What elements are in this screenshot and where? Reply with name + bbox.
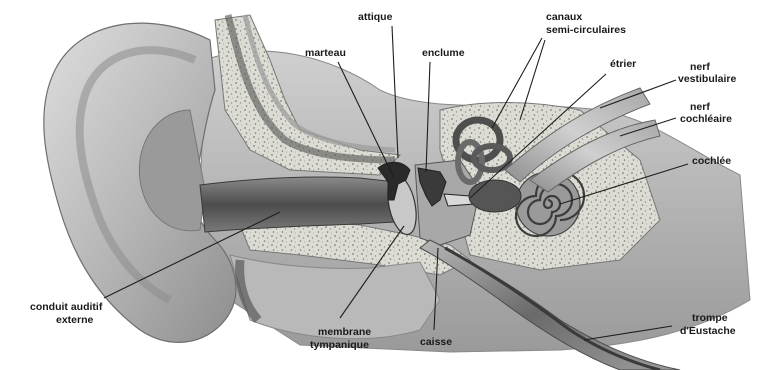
label-canaux-line1: canaux xyxy=(546,11,582,23)
label-nerf-vestibulaire-line2: vestibulaire xyxy=(678,73,737,85)
label-nerf-cochleaire-line1: nerf xyxy=(690,101,710,113)
label-canaux-line2: semi-circulaires xyxy=(546,24,626,36)
label-etrier: étrier xyxy=(610,58,636,70)
label-conduit-line2: externe xyxy=(56,314,94,326)
label-membrane-line2: tympanique xyxy=(310,339,369,351)
label-attique: attique xyxy=(358,11,393,23)
label-nerf-cochleaire-line2: cochléaire xyxy=(680,113,732,125)
vestibule xyxy=(469,180,521,212)
label-caisse: caisse xyxy=(420,336,452,348)
label-conduit-line1: conduit auditif xyxy=(30,301,103,313)
label-trompe-line2: d'Eustache xyxy=(680,325,736,337)
label-cochlee: cochlée xyxy=(692,155,731,167)
label-membrane-line1: membrane xyxy=(318,326,371,338)
label-trompe-line1: trompe xyxy=(692,312,728,324)
label-enclume: enclume xyxy=(422,47,465,59)
label-nerf-vestibulaire-line1: nerf xyxy=(690,61,710,73)
external-auditory-canal xyxy=(200,177,395,232)
label-marteau: marteau xyxy=(305,47,346,59)
